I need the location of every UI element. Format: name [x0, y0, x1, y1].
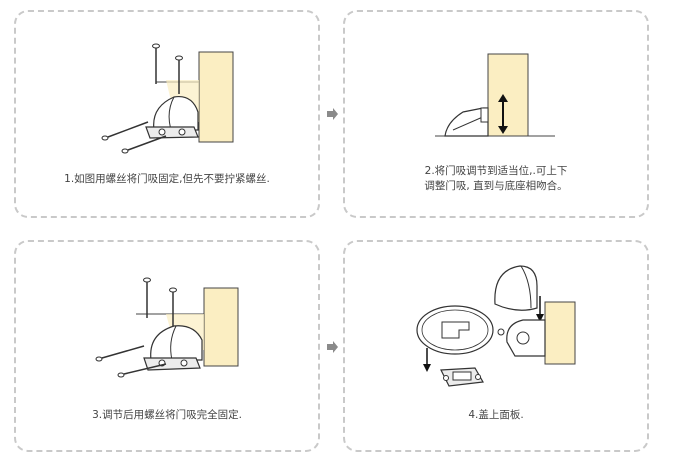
step-3-panel: 3.调节后用螺丝将门吸完全固定. [14, 240, 320, 452]
next-arrow-icon [327, 341, 338, 353]
step-2-panel: 2.将门吸调节到适当位,.可上下 调整门吸, 直到与底座相吻合。 [343, 10, 649, 218]
screw-horizontal-1 [101, 121, 149, 141]
step-3-caption: 3.调节后用螺丝将门吸完全固定. [16, 408, 318, 423]
screw-vertical-1 [143, 277, 151, 318]
screw-horizontal-2 [121, 135, 167, 154]
step-4-caption-line-1: 4.盖上面板. [468, 409, 524, 421]
up-down-arrow-icon [498, 94, 508, 134]
down-arrow-icon [423, 348, 431, 372]
screw-horizontal-2 [117, 363, 167, 378]
door-stop-body [150, 325, 203, 361]
step-2-illustration [435, 53, 555, 137]
step-2-caption: 2.将门吸调节到适当位,.可上下 调整门吸, 直到与底座相吻合。 [345, 164, 647, 194]
screw-vertical-2 [169, 287, 177, 326]
down-arrow-icon [536, 296, 544, 322]
wall-block [487, 53, 529, 137]
wall-block [544, 301, 576, 365]
next-arrow-icon [327, 108, 338, 120]
base-clip [440, 367, 484, 387]
screw-vertical-2 [175, 55, 183, 94]
step-3-caption-line-1: 3.调节后用螺丝将门吸完全固定. [92, 409, 242, 421]
wall-block [203, 287, 239, 367]
wall-block [198, 51, 234, 143]
floor-plate [416, 305, 494, 355]
step-2-caption-line-1: 2.将门吸调节到适当位,.可上下 [424, 165, 568, 177]
screw-vertical-1 [152, 43, 160, 84]
screw-horizontal-1 [95, 345, 145, 362]
step-1-caption-line-1: 1.如图用螺丝将门吸固定,但先不要拧紧螺丝. [64, 173, 270, 185]
mounting-bracket [145, 126, 199, 139]
step-2-caption-line-2: 调整门吸, 直到与底座相吻合。 [424, 180, 568, 192]
mounting-bracket [143, 357, 201, 371]
door-stop-body [153, 95, 199, 131]
step-1-caption: 1.如图用螺丝将门吸固定,但先不要拧紧螺丝. [16, 172, 318, 187]
step-3-illustration [95, 277, 239, 378]
step-4-panel: 4.盖上面板. [343, 240, 649, 452]
step-1-panel: 1.如图用螺丝将门吸固定,但先不要拧紧螺丝. [14, 10, 320, 218]
step-4-caption: 4.盖上面板. [345, 408, 647, 423]
step-1-illustration [101, 43, 234, 154]
step-4-illustration [416, 265, 576, 387]
